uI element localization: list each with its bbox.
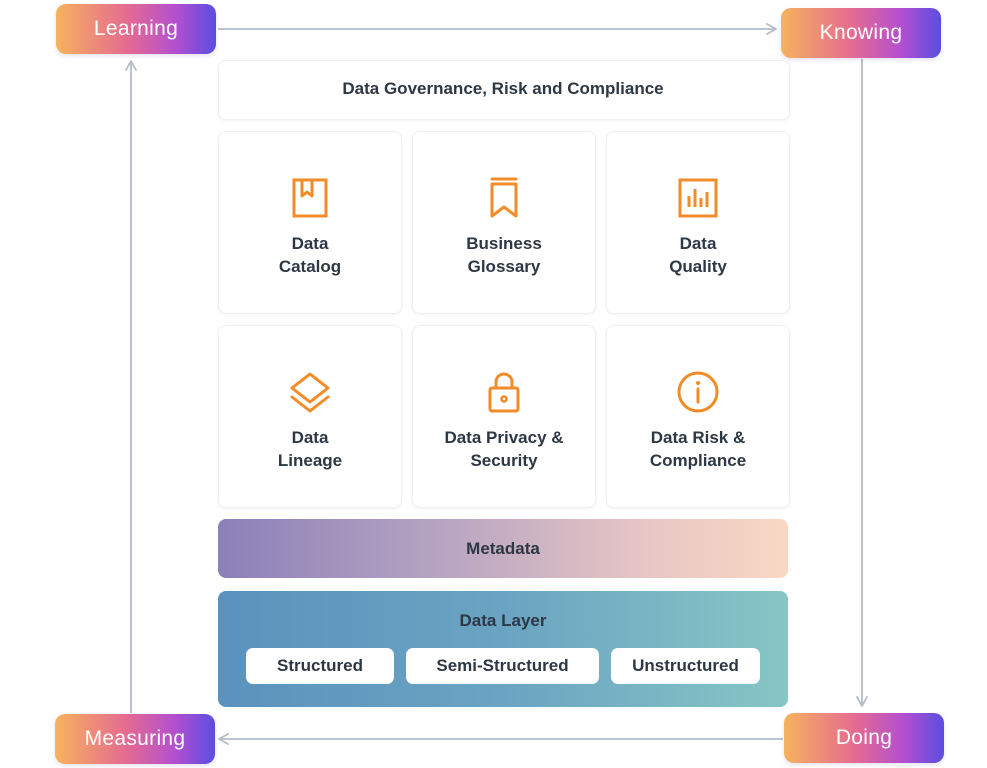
tile-label: Data Privacy & Security — [444, 428, 564, 470]
structured-pill: Structured — [246, 648, 394, 684]
tile-label: Data Risk & Compliance — [649, 428, 747, 470]
tile-label: Data Catalog — [278, 234, 342, 276]
bar-chart-icon — [678, 178, 718, 218]
tile-label: Business Glossary — [466, 234, 542, 276]
layers-icon — [290, 372, 330, 413]
info-icon — [677, 371, 719, 413]
tile-label: Data Quality — [669, 234, 727, 276]
governance-header-card — [218, 60, 790, 120]
bookmark-icon — [490, 177, 518, 218]
metadata-bar: Metadata — [218, 519, 788, 578]
data-layer-title: Data Layer — [459, 611, 547, 630]
tile-data-privacy-security: Data Privacy & Security — [412, 325, 596, 508]
unstructured-pill: Unstructured — [611, 648, 760, 684]
tile-business-glossary: Business Glossary — [412, 131, 596, 314]
governance-title: Data Governance, Risk and Compliance — [342, 79, 664, 98]
semi-structured-pill: Semi-Structured — [406, 648, 599, 684]
tile-data-quality: Data Quality — [606, 131, 790, 314]
tile-label: Data Lineage — [277, 428, 343, 470]
doing-label: Doing — [784, 713, 944, 763]
tile-data-catalog: Data Catalog — [218, 131, 402, 314]
bookmark-book-icon — [292, 178, 328, 218]
padlock-icon — [488, 372, 520, 413]
learning-label: Learning — [56, 4, 216, 54]
measuring-label: Measuring — [55, 714, 215, 764]
tile-data-lineage: Data Lineage — [218, 325, 402, 508]
tile-data-risk-compliance: Data Risk & Compliance — [606, 325, 790, 508]
data-layer-panel: Data Layer Structured Semi-Structured Un… — [218, 591, 788, 707]
knowing-label: Knowing — [781, 8, 941, 58]
